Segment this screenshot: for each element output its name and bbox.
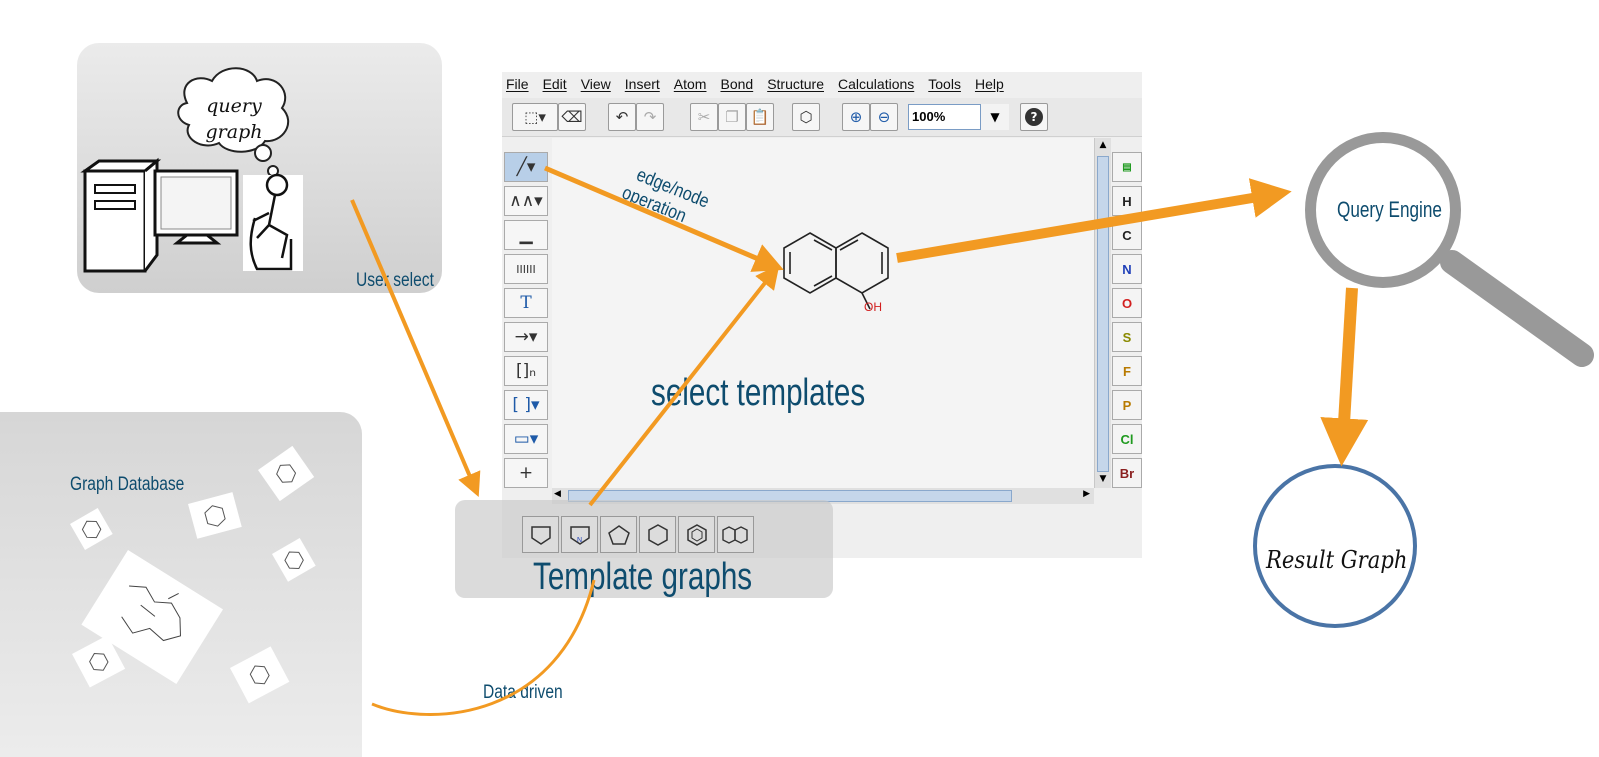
template-naphthalene-icon[interactable] <box>717 516 754 553</box>
periodic-table-icon[interactable]: ▤ <box>1112 152 1142 182</box>
result-graph-label: Result Graph <box>1266 546 1408 574</box>
template-hexagon-icon[interactable] <box>639 516 676 553</box>
menu-edit[interactable]: Edit <box>542 76 567 92</box>
bond-tool-icon[interactable]: ╱▾ <box>504 152 548 182</box>
element-f[interactable]: F <box>1112 356 1142 386</box>
help-icon[interactable]: ? <box>1020 103 1048 131</box>
element-cl[interactable]: Cl <box>1112 424 1142 454</box>
menu-file[interactable]: File <box>506 76 529 92</box>
template-toolbar: N <box>522 516 754 556</box>
zoom-out-icon[interactable]: ⊖ <box>870 103 898 131</box>
copy-icon[interactable]: ❐ <box>718 103 746 131</box>
user-at-computer-illustration <box>80 67 303 273</box>
element-br[interactable]: Br <box>1112 458 1142 488</box>
thought-line-1: query <box>206 95 262 117</box>
bracket-tool-icon[interactable]: [ ]▾ <box>504 390 548 420</box>
thought-line-2: graph <box>205 121 263 143</box>
svg-text:N: N <box>577 537 582 544</box>
menu-atom[interactable]: Atom <box>673 76 707 92</box>
plus-tool-icon[interactable]: + <box>504 458 548 488</box>
thumb-1 <box>70 508 113 550</box>
bracket-n-icon[interactable]: []ₙ <box>504 356 548 386</box>
paste-icon[interactable]: 📋 <box>746 103 774 131</box>
query-engine-label: Query Engine <box>1337 197 1442 222</box>
element-p[interactable]: P <box>1112 390 1142 420</box>
thumb-6 <box>72 635 126 688</box>
menu-structure[interactable]: Structure <box>767 76 824 92</box>
menu-tools[interactable]: Tools <box>928 76 961 92</box>
element-s[interactable]: S <box>1112 322 1142 352</box>
menu-view[interactable]: View <box>580 76 611 92</box>
graph-database-panel <box>0 412 362 757</box>
thumb-3 <box>258 445 315 502</box>
molecule-thumbnails <box>70 445 316 704</box>
select-icon[interactable]: ⬚▾ <box>512 103 558 131</box>
element-o[interactable]: O <box>1112 288 1142 318</box>
thumb-4 <box>272 538 316 582</box>
thought-bubble-text: query graph <box>189 93 279 145</box>
main-toolbar: ⬚▾ ⌫ ↶ ↷ ✂ ❐ 📋 ⬡ ⊕ ⊖ 100% ▼ ? <box>502 98 1142 137</box>
thumb-7 <box>230 646 290 704</box>
eraser-icon[interactable]: ⌫ <box>558 103 586 131</box>
template-pentagon-icon[interactable] <box>600 516 637 553</box>
menu-bar: File Edit View Insert Atom Bond Structur… <box>502 72 1004 96</box>
chevron-down-icon[interactable]: ▼ <box>980 104 1009 130</box>
undo-icon[interactable]: ↶ <box>608 103 636 131</box>
template-pentagon-flat-icon[interactable] <box>522 516 559 553</box>
text-tool-icon[interactable]: T <box>504 288 548 318</box>
zoom-in-icon[interactable]: ⊕ <box>842 103 870 131</box>
template-benzene-icon[interactable] <box>678 516 715 553</box>
cut-icon[interactable]: ✂ <box>690 103 718 131</box>
graph-database-title: Graph Database <box>70 474 185 495</box>
template-pyrrole-icon[interactable]: N <box>561 516 598 553</box>
menu-bond[interactable]: Bond <box>720 76 754 92</box>
menu-insert[interactable]: Insert <box>624 76 660 92</box>
redo-icon[interactable]: ↷ <box>636 103 664 131</box>
naphthol-molecule <box>783 232 889 310</box>
chain-tool-icon[interactable]: ∧∧▾ <box>504 186 548 216</box>
query-engine-magnifier <box>1305 132 1461 288</box>
rectangle-tool-icon[interactable]: ▭▾ <box>504 424 548 454</box>
result-graph-circle <box>1253 464 1417 628</box>
menu-help[interactable]: Help <box>974 76 1004 92</box>
user-panel: query graph <box>77 43 442 293</box>
menu-calculations[interactable]: Calculations <box>838 76 915 92</box>
check-structure-icon[interactable]: ⬡ <box>792 103 820 131</box>
thumb-5 <box>81 550 223 684</box>
thumb-2 <box>188 492 242 539</box>
hash-bond-icon[interactable]: IIIIII <box>504 254 548 284</box>
oh-label: OH <box>864 300 882 314</box>
arrow-tool-icon[interactable]: →▾ <box>504 322 548 352</box>
